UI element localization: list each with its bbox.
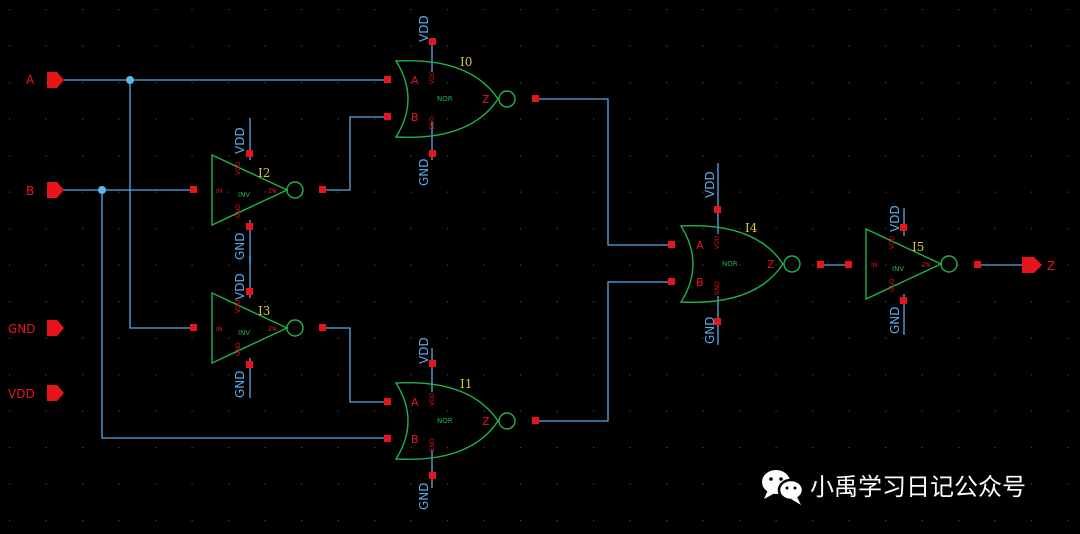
instance-name-i1: I1: [460, 377, 472, 391]
instance-name-i0: I0: [460, 55, 472, 69]
cell-type-label: NOR: [722, 260, 738, 268]
vdd-label-i1: VDD: [417, 337, 431, 364]
svg-text:VDD: VDD: [429, 392, 436, 406]
instance-name-i3: I3: [258, 304, 270, 318]
wire-i3-to-i1[interactable]: [323, 327, 388, 403]
svg-text:VDD: VDD: [235, 161, 242, 175]
supply-labels: VDD GND VDD GND VDD GND VDD GND VDD GND …: [233, 15, 902, 510]
instance-name-i4: I4: [745, 221, 758, 235]
gnd-label-i2: GND: [233, 232, 247, 260]
pin-label-zn: ZN: [268, 326, 277, 333]
pin-label-z: Z: [482, 415, 490, 428]
cell-type-label: NOR: [437, 417, 453, 425]
svg-text:GND: GND: [714, 281, 721, 295]
svg-text:VDD: VDD: [889, 235, 896, 249]
pin-squares: [190, 38, 981, 479]
pin-label-zn: ZN: [268, 188, 277, 195]
port-b-label: B: [26, 184, 34, 198]
pin-label-z: Z: [482, 93, 490, 106]
grid-dots: [9, 9, 1069, 522]
port-gnd[interactable]: GND: [8, 320, 64, 336]
gnd-label-i1: GND: [417, 482, 431, 510]
svg-text:GND: GND: [429, 116, 436, 130]
gnd-label-i0: GND: [417, 158, 431, 186]
cell-type-label: INV: [238, 329, 250, 337]
gnd-label-i4: GND: [703, 316, 717, 344]
wire-i2-to-i0[interactable]: [323, 116, 388, 191]
cell-type-label: NOR: [437, 95, 453, 103]
pin-label-a: A: [411, 74, 419, 87]
vdd-label-i2: VDD: [233, 127, 247, 154]
svg-text:VDD: VDD: [235, 299, 242, 313]
port-vdd-label: VDD: [8, 387, 35, 401]
junction-dot: [126, 76, 134, 84]
gate-i2[interactable]: [211, 153, 304, 227]
gnd-label-i3: GND: [233, 370, 247, 398]
cell-type-label: INV: [892, 265, 904, 273]
gnd-label-i5: GND: [888, 306, 902, 334]
wires: [62, 42, 1024, 488]
pin-label-z: Z: [767, 258, 775, 271]
port-z[interactable]: Z: [1022, 257, 1055, 273]
svg-text:GND: GND: [429, 438, 436, 452]
instance-names: I0 I1 I2 I3 I4 I5: [258, 55, 924, 391]
pin-label-b: B: [696, 276, 704, 289]
pin-label-b: B: [411, 433, 419, 446]
svg-text:VDD: VDD: [714, 235, 721, 249]
svg-text:VDD: VDD: [429, 70, 436, 84]
vdd-label-i4: VDD: [703, 171, 717, 198]
svg-text:GND: GND: [889, 278, 896, 292]
gate-i4[interactable]: [679, 224, 801, 304]
gate-i5[interactable]: [865, 227, 958, 301]
pin-label-in: IN: [216, 326, 222, 333]
port-a[interactable]: A: [26, 72, 64, 88]
instance-name-i5: I5: [912, 240, 924, 254]
svg-text:GND: GND: [235, 342, 242, 356]
vdd-label-i0: VDD: [417, 15, 431, 42]
watermark: 小禹学习日记公众号: [762, 470, 1026, 505]
port-z-label: Z: [1047, 259, 1055, 273]
pin-label-in: IN: [216, 188, 222, 195]
pin-label-a: A: [696, 239, 704, 252]
gate-i1[interactable]: [394, 381, 516, 461]
wechat-icon: [762, 470, 805, 505]
instance-name-i2: I2: [258, 166, 270, 180]
port-vdd[interactable]: VDD: [8, 385, 64, 401]
wire-i1-to-i4[interactable]: [535, 281, 671, 422]
watermark-text: 小禹学习日记公众号: [810, 473, 1026, 501]
port-gnd-label: GND: [8, 322, 36, 336]
wire-a-to-i3[interactable]: [129, 80, 194, 329]
gate-i3[interactable]: [211, 291, 304, 365]
pin-label-zn: ZN: [922, 262, 931, 269]
pin-label-in: IN: [871, 262, 877, 269]
wire-b-to-i1[interactable]: [101, 190, 388, 439]
gate-i0[interactable]: [394, 59, 516, 139]
port-a-label: A: [26, 73, 35, 87]
pin-label-b: B: [411, 111, 419, 124]
gate-internal-labels: A B Z NOR VDD GND A B Z NOR VDD GND A B …: [216, 70, 931, 452]
port-b[interactable]: B: [26, 182, 64, 198]
vdd-label-i3: VDD: [233, 273, 247, 300]
wire-i0-to-i4[interactable]: [535, 98, 671, 246]
svg-text:GND: GND: [235, 204, 242, 218]
junction-dot: [98, 186, 106, 194]
cell-type-label: INV: [238, 191, 250, 199]
vdd-label-i5: VDD: [888, 205, 902, 232]
pin-label-a: A: [411, 396, 419, 409]
